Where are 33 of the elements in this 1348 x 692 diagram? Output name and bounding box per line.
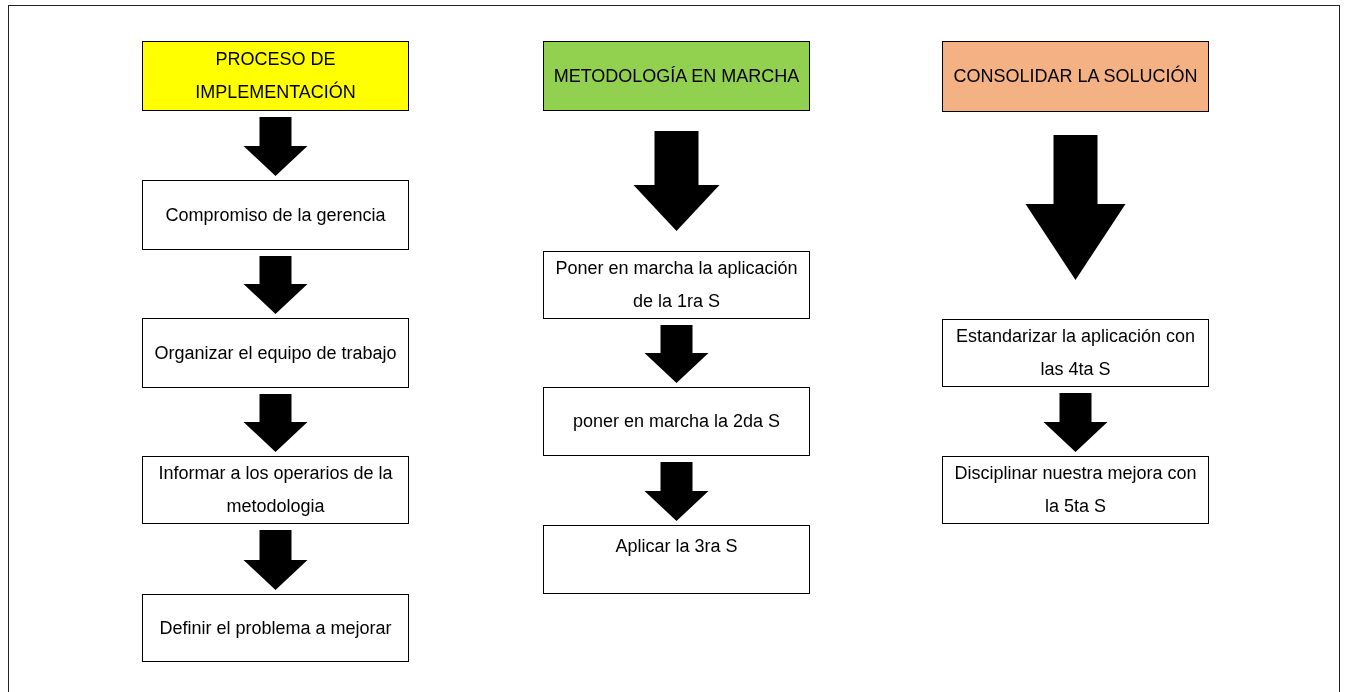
box-label: Informar a los operarios de la metodologia: [157, 462, 394, 518]
process-box: [142, 594, 409, 662]
block-arrow: [1043, 393, 1108, 452]
box-label: Definir el problema a mejorar: [159, 616, 392, 640]
header-box: [142, 41, 409, 111]
process-box: [543, 387, 810, 456]
header-box: [942, 41, 1209, 112]
box-label: METODOLOGÍA EN MARCHA: [553, 64, 800, 88]
box-label: PROCESO DE IMPLEMENTACIÓN: [194, 48, 357, 104]
block-arrow: [243, 530, 308, 590]
process-box: [142, 180, 409, 250]
box-label: Disciplinar nuestra mejora con la 5ta S: [953, 462, 1198, 518]
block-arrow: [243, 256, 308, 314]
box-label: Organizar el equipo de trabajo: [154, 341, 397, 365]
block-arrow: [633, 131, 720, 231]
box-label: Estandarizar la aplicación con las 4ta S: [954, 325, 1197, 381]
box-label: Poner en marcha la aplicación de la 1ra S: [554, 257, 799, 313]
box-label: Aplicar la 3ra S: [615, 535, 738, 558]
block-arrow: [243, 394, 308, 452]
box-label: poner en marcha la 2da S: [572, 410, 781, 433]
block-arrow: [1025, 135, 1126, 280]
process-box: [942, 319, 1209, 387]
box-label: Compromiso de la gerencia: [165, 203, 386, 227]
process-box: [543, 525, 810, 594]
box-label: CONSOLIDAR LA SOLUCIÓN: [953, 64, 1198, 88]
process-box: [543, 251, 810, 319]
header-box: [543, 41, 810, 111]
block-arrow: [243, 117, 308, 176]
block-arrow: [644, 325, 709, 383]
process-box: [942, 456, 1209, 524]
block-arrow: [644, 462, 709, 521]
process-box: [142, 456, 409, 524]
process-box: [142, 318, 409, 388]
